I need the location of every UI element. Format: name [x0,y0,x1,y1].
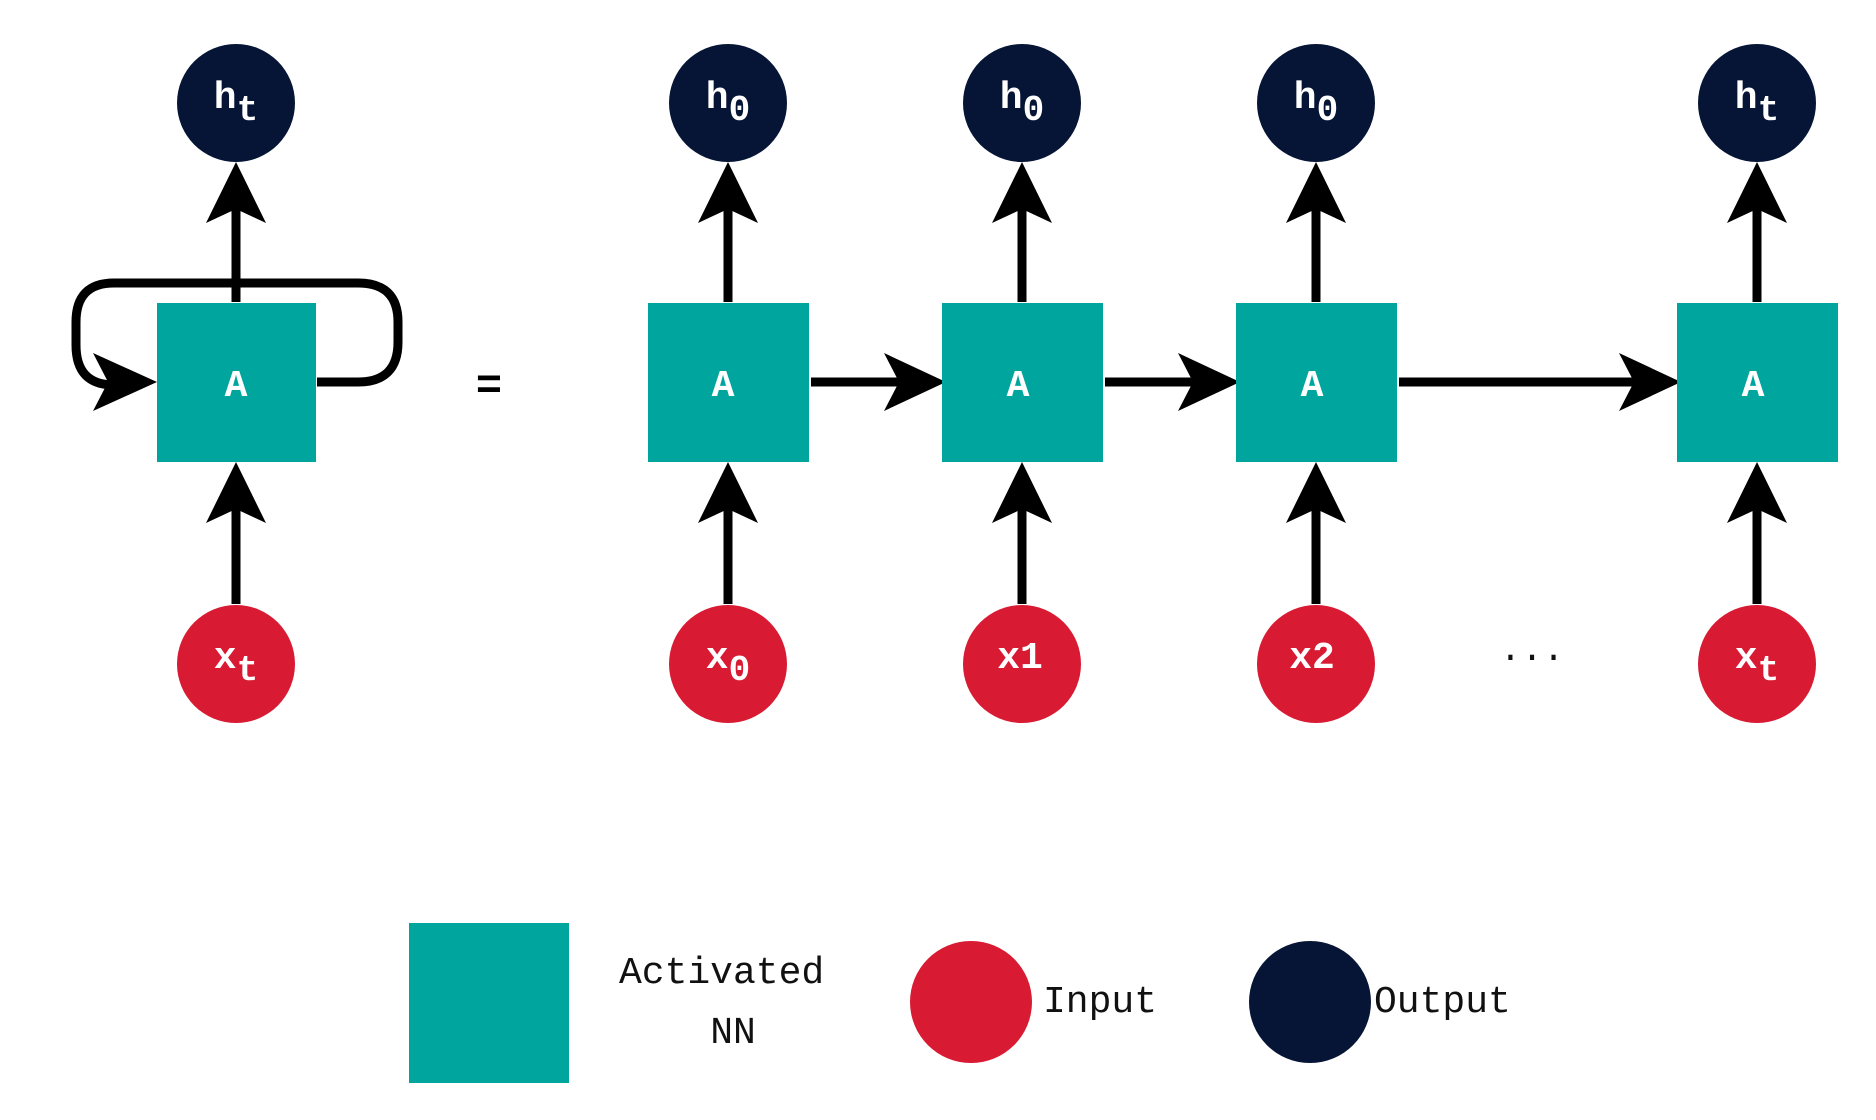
step-t-output-node [1698,44,1816,162]
step-t-input-node [1698,605,1816,723]
step-0-output-label: h0 [706,77,750,131]
ellipsis: ... [1500,630,1565,671]
legend-input-swatch [910,941,1032,1063]
step-1-cell-box [942,303,1103,462]
unrolled-step-2: A h0 x2 [1236,44,1397,723]
step-0-input-arrowhead [698,462,758,523]
step-t-cell-label: A [1742,365,1765,408]
step-0-output-arrowhead [698,162,758,223]
step-t-input-label: xt [1735,637,1779,691]
unrolled-step-1: A h0 x1 [942,44,1103,723]
legend-input-label: Input [1043,981,1157,1024]
step-t-output-label: ht [1735,77,1779,131]
step-2-input-arrowhead [1286,462,1346,523]
folded-input-label: xt [214,637,258,691]
step-1-input-label: x1 [997,637,1043,680]
step-t-input-arrowhead [1727,462,1787,523]
step-2-output-label: h0 [1294,77,1338,131]
unrolled-step-0: A h0 x0 [648,44,809,723]
folded-cell-label: A [225,365,248,408]
step-t-output-arrowhead [1727,162,1787,223]
step-2-cell-box [1236,303,1397,462]
legend-activated-swatch [409,923,569,1083]
legend-activated-label: Activated NN [619,952,847,1055]
step-arrowhead-2 [1178,353,1240,411]
step-1-input-arrowhead [992,462,1052,523]
legend-output-swatch [1249,941,1371,1063]
step-0-output-node [669,44,787,162]
step-1-input-node [963,605,1081,723]
step-1-output-node [963,44,1081,162]
step-2-input-label: x2 [1289,637,1335,680]
folded-input-node [177,605,295,723]
step-2-cell-label: A [1301,365,1324,408]
step-2-output-arrowhead [1286,162,1346,223]
legend-output-label: Output [1374,981,1511,1024]
legend: Activated NN Input Output [409,923,1511,1083]
step-0-input-label: x0 [706,637,750,691]
folded-input-arrowhead [206,462,266,523]
step-0-input-node [669,605,787,723]
step-arrowhead-1 [884,353,946,411]
step-t-cell-box [1677,303,1838,462]
recurrent-loop-arrowhead [93,353,157,411]
step-1-cell-label: A [1007,365,1030,408]
folded-rnn: A ht xt [71,44,403,723]
step-2-output-node [1257,44,1375,162]
step-1-output-arrowhead [992,162,1052,223]
unrolled-rnn: A h0 x0 A h0 x1 [648,44,1838,723]
step-arrowhead-3 [1619,353,1681,411]
step-0-cell-box [648,303,809,462]
step-0-cell-label: A [712,365,735,408]
folded-cell-box [157,303,316,462]
folded-output-node [177,44,295,162]
equals-sign: = [476,362,502,412]
unrolled-step-t: A ht xt [1677,44,1838,723]
step-1-output-label: h0 [1000,77,1044,131]
folded-output-arrowhead [206,162,266,223]
folded-output-label: ht [214,77,258,131]
step-2-input-node [1257,605,1375,723]
